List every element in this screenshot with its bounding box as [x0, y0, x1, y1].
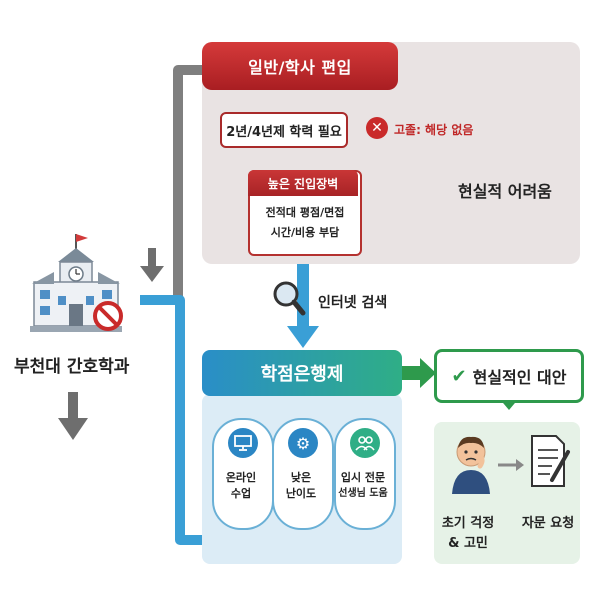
feature-difficulty-line1: 낮은: [290, 471, 312, 484]
feature-teacher-line1: 입시 전문: [340, 471, 386, 484]
x-circle-icon: ✕: [366, 117, 388, 139]
people-icon: [350, 428, 380, 458]
worried-person-icon: [452, 436, 490, 494]
feature-online-line1: 온라인: [225, 471, 257, 484]
alternative-title: 현실적인 대안: [472, 368, 567, 387]
transfer-title: 일반/학사 편입: [248, 58, 352, 77]
requirement-box: 2년/4년제 학력 필요: [220, 112, 348, 148]
feature-teacher-card: [334, 418, 396, 530]
request-label: 자문 요청: [521, 516, 575, 531]
barrier-line-1: 전적대 평점/면접: [265, 206, 345, 219]
start-label: 부천대 간호학과: [14, 357, 130, 377]
alternative-box: ✔ 현실적인 대안: [434, 349, 584, 403]
feature-online-line2: 수업: [230, 487, 252, 500]
document-pen-icon: [531, 435, 570, 487]
right-arrow-icon: [498, 459, 524, 471]
monitor-icon: [228, 428, 258, 458]
magnifier-icon: [273, 281, 306, 316]
feature-teacher-line2: 선생님 도움: [338, 488, 388, 499]
credit-bank-title: 학점은행제: [260, 364, 344, 385]
transfer-header: 일반/학사 편입: [202, 42, 398, 90]
search-label: 인터넷 검색: [318, 295, 388, 311]
worry-line-2: & 고민: [448, 536, 488, 551]
school-building-icon: [30, 234, 123, 332]
conclusion-text: 현실적 어려움: [458, 182, 552, 201]
requirement-text: 2년/4년제 학력 필요: [226, 124, 342, 140]
barrier-header: 높은 진입장벽: [248, 170, 358, 196]
credit-bank-header: 학점은행제: [202, 350, 402, 396]
big-x-icon: [484, 100, 544, 170]
feature-difficulty-line2: 난이도: [285, 487, 317, 500]
barrier-line-2: 시간/비용 부담: [270, 226, 340, 239]
worry-line-1: 초기 걱정: [441, 516, 495, 531]
barrier-title: 높은 진입장벽: [267, 176, 339, 191]
gochol-note: 고졸: 해당 없음: [394, 123, 474, 137]
check-icon: ✔: [451, 365, 467, 387]
gear-icon: ⚙: [288, 428, 318, 458]
